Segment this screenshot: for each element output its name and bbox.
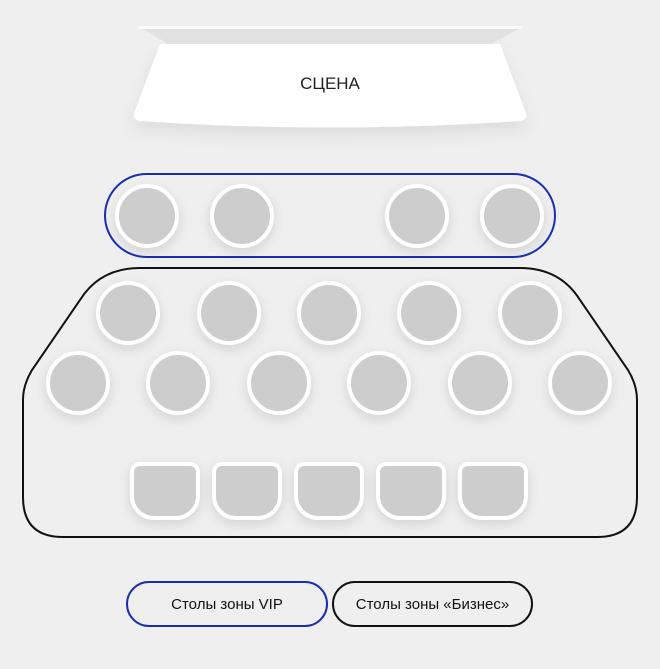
- business-table[interactable]: [297, 281, 361, 345]
- business-table[interactable]: [548, 351, 612, 415]
- business-square-table[interactable]: [130, 462, 200, 520]
- stage-label: СЦЕНА: [300, 74, 360, 93]
- business-square-table[interactable]: [212, 462, 282, 520]
- business-zone: [22, 267, 638, 538]
- business-table[interactable]: [46, 351, 110, 415]
- business-table[interactable]: [146, 351, 210, 415]
- vip-tables-button[interactable]: Столы зоны VIP: [126, 581, 328, 627]
- business-square-table[interactable]: [294, 462, 364, 520]
- business-table[interactable]: [96, 281, 160, 345]
- business-table[interactable]: [397, 281, 461, 345]
- vip-table[interactable]: [115, 184, 179, 248]
- stage: [133, 44, 527, 128]
- business-table[interactable]: [448, 351, 512, 415]
- vip-table[interactable]: [480, 184, 544, 248]
- business-tables-button[interactable]: Столы зоны «Бизнес»: [332, 581, 533, 627]
- business-table[interactable]: [347, 351, 411, 415]
- business-square-table[interactable]: [376, 462, 446, 520]
- business-table[interactable]: [247, 351, 311, 415]
- vip-table[interactable]: [385, 184, 449, 248]
- vip-table[interactable]: [210, 184, 274, 248]
- business-square-table[interactable]: [458, 462, 528, 520]
- vip-zone: [104, 173, 556, 258]
- business-table[interactable]: [197, 281, 261, 345]
- business-table[interactable]: [498, 281, 562, 345]
